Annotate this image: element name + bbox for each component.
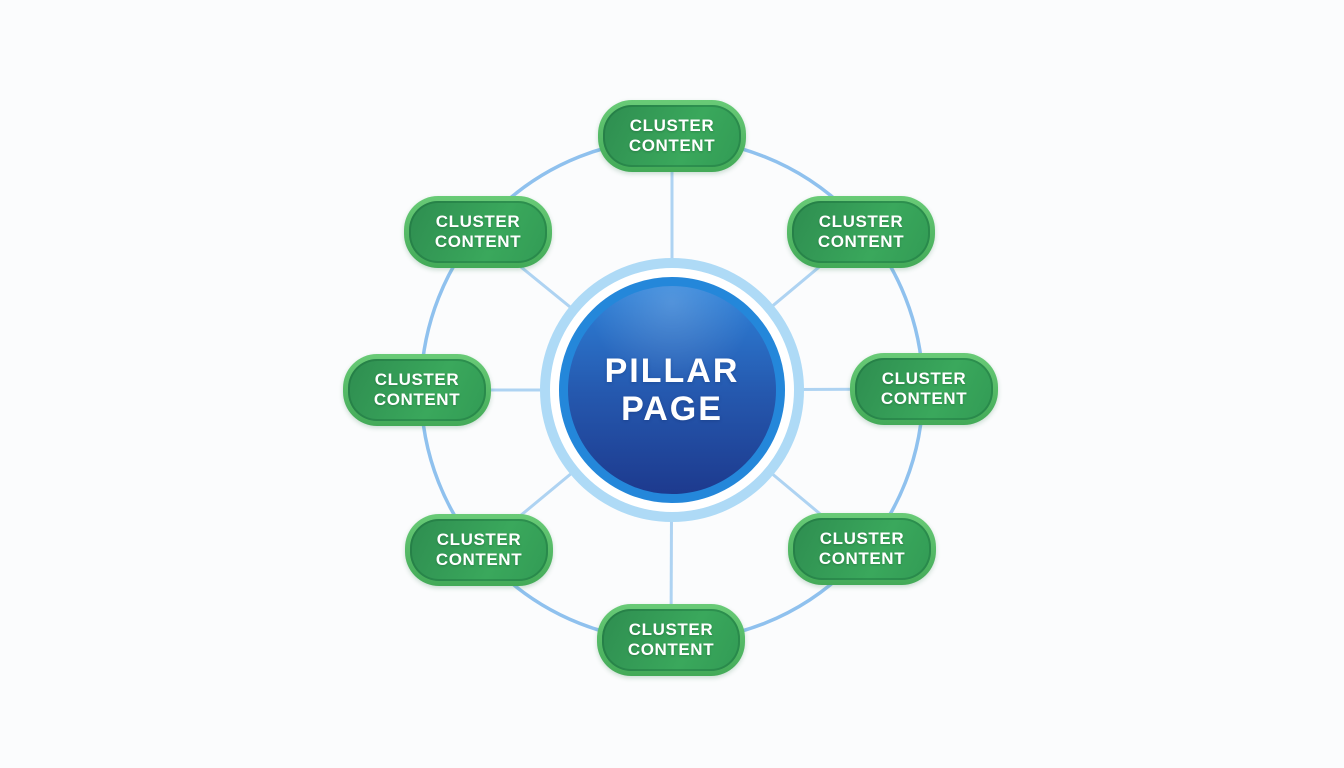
cluster-node-label: CLUSTER CONTENT bbox=[435, 529, 523, 569]
cluster-node-label: CLUSTER CONTENT bbox=[628, 115, 716, 155]
cluster-node-lower-left: CLUSTER CONTENT bbox=[405, 514, 553, 586]
cluster-node-body: CLUSTER CONTENT bbox=[793, 518, 931, 580]
cluster-node-left: CLUSTER CONTENT bbox=[343, 354, 491, 426]
cluster-node-top: CLUSTER CONTENT bbox=[598, 100, 746, 172]
cluster-node-body: CLUSTER CONTENT bbox=[410, 519, 548, 581]
cluster-node-body: CLUSTER CONTENT bbox=[792, 201, 930, 263]
cluster-node-upper-right: CLUSTER CONTENT bbox=[787, 196, 935, 268]
cluster-node-lower-right: CLUSTER CONTENT bbox=[788, 513, 936, 585]
cluster-node-body: CLUSTER CONTENT bbox=[603, 105, 741, 167]
cluster-node-label: CLUSTER CONTENT bbox=[627, 619, 715, 659]
cluster-node-label: CLUSTER CONTENT bbox=[880, 368, 968, 408]
cluster-node-upper-left: CLUSTER CONTENT bbox=[404, 196, 552, 268]
cluster-node-bottom: CLUSTER CONTENT bbox=[597, 604, 745, 676]
cluster-node-right: CLUSTER CONTENT bbox=[850, 353, 998, 425]
cluster-node-body: CLUSTER CONTENT bbox=[855, 358, 993, 420]
cluster-node-label: CLUSTER CONTENT bbox=[818, 528, 906, 568]
cluster-node-label: CLUSTER CONTENT bbox=[817, 211, 905, 251]
pillar-page-label: PILLAR PAGE bbox=[604, 351, 740, 428]
pillar-page-circle: PILLAR PAGE bbox=[559, 277, 785, 503]
cluster-node-label: CLUSTER CONTENT bbox=[373, 369, 461, 409]
cluster-node-body: CLUSTER CONTENT bbox=[602, 609, 740, 671]
pillar-page-hub: PILLAR PAGE bbox=[559, 277, 785, 503]
cluster-node-body: CLUSTER CONTENT bbox=[348, 359, 486, 421]
cluster-node-body: CLUSTER CONTENT bbox=[409, 201, 547, 263]
cluster-node-label: CLUSTER CONTENT bbox=[434, 211, 522, 251]
